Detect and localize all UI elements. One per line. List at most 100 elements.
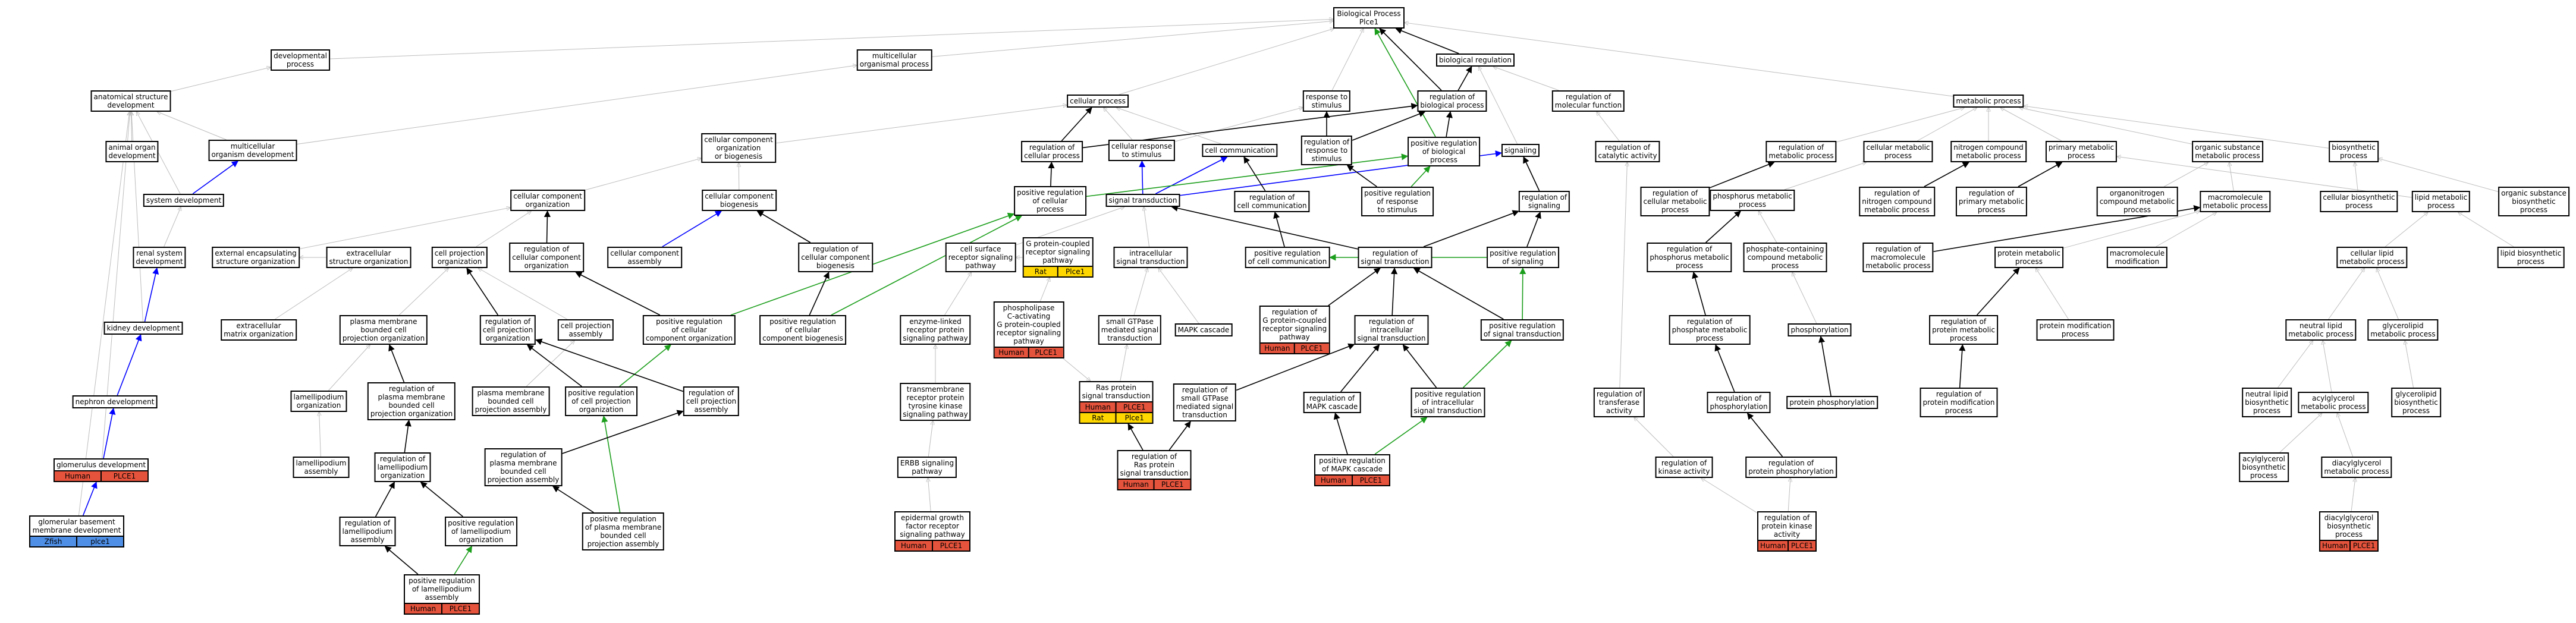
go-term-cellcomm[interactable]: cell communication: [1202, 144, 1278, 157]
go-term-regsmallgtp[interactable]: regulation of small GTPase mediated sign…: [1173, 383, 1237, 421]
go-term-reggpcr[interactable]: regulation of G protein-coupled receptor…: [1259, 306, 1330, 354]
go-term-cellproj[interactable]: cell projection organization: [431, 247, 488, 268]
go-term-nephron[interactable]: nephron development: [72, 395, 158, 408]
go-term-phosmet[interactable]: phosphorus metabolic process: [1710, 190, 1795, 211]
go-term-regintra[interactable]: regulation of intracellular signal trans…: [1354, 315, 1429, 345]
go-term-regprimet[interactable]: regulation of primary metabolic process: [1955, 187, 2028, 216]
go-term-orgnitro[interactable]: organonitrogen compound metabolic proces…: [2096, 187, 2178, 216]
go-term-ccob[interactable]: cellular component organization or bioge…: [701, 133, 776, 163]
go-term-glylipbio[interactable]: glycerolipid biosynthetic process: [2391, 388, 2441, 417]
go-term-lamasm[interactable]: lamellipodium assembly: [293, 457, 350, 478]
go-term-erbb[interactable]: ERBB signaling pathway: [897, 457, 957, 478]
go-term-ecorg[interactable]: extracellular structure organization: [326, 247, 411, 268]
go-term-cellresp[interactable]: cellular response to stimulus: [1108, 140, 1176, 161]
go-term-posregcell[interactable]: positive regulation of cellular process: [1014, 186, 1086, 216]
go-term-bioreg[interactable]: biological regulation: [1436, 54, 1515, 67]
go-term-biosyn[interactable]: biosynthetic process: [2329, 141, 2379, 162]
go-term-regkin[interactable]: regulation of kinase activity: [1655, 457, 1713, 478]
go-term-phosphoryl[interactable]: phosphorylation: [1788, 323, 1852, 336]
go-term-regccorg[interactable]: regulation of cellular component organiz…: [509, 243, 584, 272]
go-term-protmet[interactable]: protein metabolic process: [1994, 247, 2063, 268]
go-term-plcact[interactable]: phospholipase C-activating G protein-cou…: [993, 301, 1064, 358]
go-term-macromet[interactable]: macromolecule metabolic process: [2200, 191, 2271, 212]
go-term-sigtrans[interactable]: signal transduction: [1105, 194, 1180, 207]
go-term-cellmet[interactable]: cellular metabolic process: [1863, 141, 1933, 162]
go-term-protmod[interactable]: protein modification process: [2036, 319, 2115, 341]
go-term-ccbio[interactable]: cellular component biogenesis: [702, 190, 777, 211]
go-term-celllipmet[interactable]: cellular lipid metabolic process: [2336, 247, 2408, 268]
go-term-ccasm[interactable]: cellular component assembly: [607, 247, 682, 268]
go-term-regras[interactable]: regulation of Ras protein signal transdu…: [1117, 450, 1192, 490]
go-term-signaling[interactable]: signaling: [1501, 144, 1540, 157]
go-term-enzlink[interactable]: enzyme-linked receptor protein signaling…: [900, 315, 971, 345]
go-term-regprotmod[interactable]: regulation of protein modification proce…: [1920, 388, 1998, 417]
go-term-neutlipmet[interactable]: neutral lipid metabolic process: [2285, 319, 2357, 341]
go-term-phoscont[interactable]: phosphate-containing compound metabolic …: [1743, 243, 1827, 272]
go-term-rtk[interactable]: transmembrane receptor protein tyrosine …: [900, 383, 971, 421]
go-term-metab[interactable]: metabolic process: [1953, 95, 2024, 108]
go-term-regresp[interactable]: regulation of response to stimulus: [1300, 136, 1353, 165]
go-term-regnitro[interactable]: regulation of nitrogen compound metaboli…: [1859, 187, 1935, 216]
go-term-animorg[interactable]: animal organ development: [105, 141, 159, 162]
go-term-regphosmet[interactable]: regulation of phosphorus metabolic proce…: [1647, 243, 1732, 272]
go-term-regmacro[interactable]: regulation of macromolecule metabolic pr…: [1862, 243, 1934, 272]
go-term-posregsig[interactable]: positive regulation of signaling: [1487, 247, 1559, 268]
go-term-posregsigtrans[interactable]: positive regulation of signal transducti…: [1480, 319, 1565, 341]
go-term-multiorg[interactable]: multicellular organismal process: [856, 49, 932, 71]
go-term-cellsurf[interactable]: cell surface receptor signaling pathway: [945, 243, 1016, 272]
go-term-posregcpo[interactable]: positive regulation of cell projection o…: [565, 386, 637, 416]
go-term-regsig[interactable]: regulation of signaling: [1518, 191, 1570, 212]
go-term-gbm[interactable]: glomerular basement membrane development…: [29, 515, 124, 548]
go-term-posregccorg[interactable]: positive regulation of cellular componen…: [642, 315, 736, 345]
go-term-regccbio[interactable]: regulation of cellular component biogene…: [798, 243, 873, 272]
go-term-gpcr[interactable]: G protein-coupled receptor signaling pat…: [1022, 237, 1094, 278]
go-term-pmbcpasm[interactable]: plasma membrane bounded cell projection …: [472, 386, 550, 416]
go-term-renal[interactable]: renal system development: [133, 247, 186, 268]
go-term-regsigtrans[interactable]: regulation of signal transduction: [1358, 247, 1432, 268]
go-term-regcellcomm[interactable]: regulation of cell communication: [1234, 191, 1310, 212]
go-term-lamorg[interactable]: lamellipodium organization: [290, 391, 347, 412]
go-term-regmet[interactable]: regulation of metabolic process: [1765, 141, 1837, 162]
go-term-devproc[interactable]: developmental process: [271, 49, 330, 71]
go-term-regpmbcpasm[interactable]: regulation of plasma membrane bounded ce…: [484, 448, 563, 486]
go-term-ccorg[interactable]: cellular component organization: [510, 190, 585, 211]
go-term-pmbcp[interactable]: plasma membrane bounded cell projection …: [339, 315, 428, 345]
go-term-reglamasm[interactable]: regulation of lamellipodium assembly: [339, 517, 396, 546]
go-term-macromod[interactable]: macromolecule modification: [2106, 247, 2168, 268]
go-term-posregbio[interactable]: positive regulation of biological proces…: [1408, 137, 1480, 166]
go-term-smallgtp[interactable]: small GTPase mediated signal transductio…: [1098, 315, 1162, 345]
go-term-orgsub[interactable]: organic substance metabolic process: [2192, 141, 2263, 162]
go-term-glyacmet[interactable]: glycerolipid metabolic process: [2367, 319, 2439, 341]
go-term-posregccbio[interactable]: positive regulation of cellular componen…: [759, 315, 846, 345]
go-term-orgbio[interactable]: organic substance biosynthetic process: [2498, 187, 2569, 216]
go-term-nitro[interactable]: nitrogen compound metabolic process: [1950, 141, 2027, 162]
go-term-regphos[interactable]: regulation of phosphorylation: [1707, 392, 1771, 413]
go-term-cellproc[interactable]: cellular process: [1067, 95, 1129, 108]
go-term-lipbio[interactable]: lipid biosynthetic process: [2497, 247, 2565, 268]
go-term-mapk[interactable]: MAPK cascade: [1174, 323, 1233, 336]
go-term-diacylmet[interactable]: diacylglycerol metabolic process: [2321, 457, 2392, 478]
go-term-lipmet[interactable]: lipid metabolic process: [2411, 191, 2471, 212]
go-term-regmolfn[interactable]: regulation of molecular function: [1551, 90, 1625, 112]
go-term-acylbio[interactable]: acylglycerol biosynthetic process: [2239, 452, 2289, 482]
go-term-multidev[interactable]: multicellular organism development: [208, 140, 297, 161]
go-term-anatdev[interactable]: anatomical structure development: [90, 90, 171, 112]
go-term-cpasm[interactable]: cell projection assembly: [557, 319, 614, 341]
go-term-regpmbcp[interactable]: regulation of plasma membrane bounded ce…: [367, 382, 456, 420]
go-term-regbio[interactable]: regulation of biological process: [1417, 90, 1487, 112]
go-term-regcat[interactable]: regulation of catalytic activity: [1595, 141, 1660, 162]
go-term-regtransf[interactable]: regulation of transferase activity: [1593, 388, 1645, 417]
go-term-posregcellcomm[interactable]: positive regulation of cell communicatio…: [1245, 247, 1330, 268]
go-term-intrasig[interactable]: intracellular signal transduction: [1113, 247, 1188, 268]
go-term-neutlipbio[interactable]: neutral lipid biosynthetic process: [2242, 388, 2292, 417]
go-term-posreglamasm[interactable]: positive regulation of lamellipodium ass…: [404, 574, 480, 615]
go-term-acylmet[interactable]: acylglycerol metabolic process: [2298, 392, 2369, 413]
go-term-posregintra[interactable]: positive regulation of intracellular sig…: [1410, 388, 1485, 417]
go-term-sysdev[interactable]: system development: [143, 194, 225, 207]
go-term-ecmorg[interactable]: extracellular matrix organization: [221, 319, 297, 341]
